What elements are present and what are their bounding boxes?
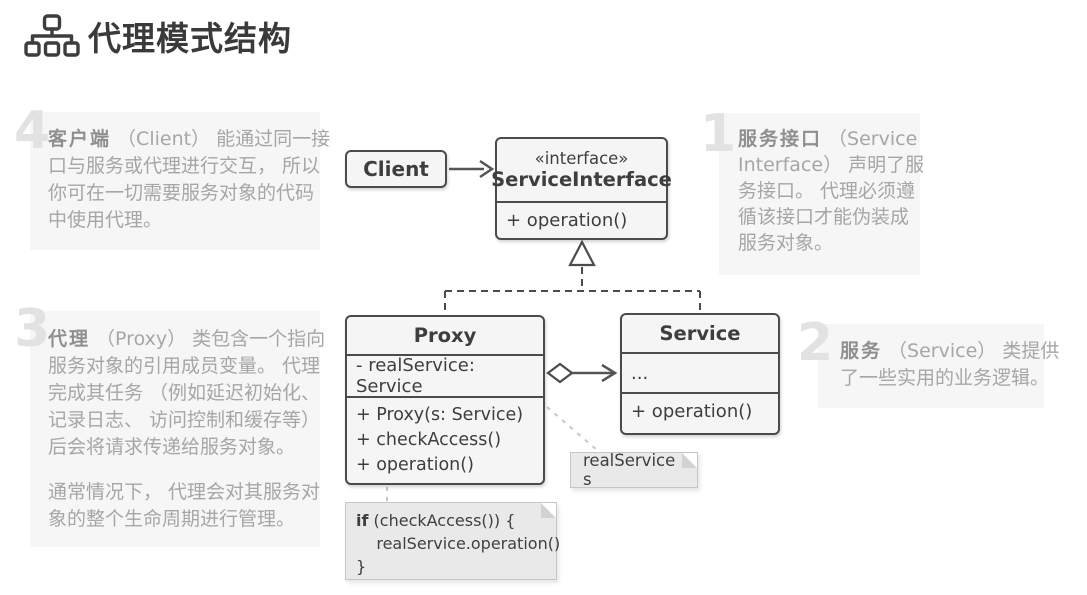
note-connector-line	[546, 406, 598, 451]
annotation-4-number: 4	[14, 101, 51, 161]
annotation-3-body: （Proxy） 类包含一个指向 服务对象的引用成员变量。 代理 完成其任务 （例…	[48, 328, 326, 458]
hierarchy-icon	[24, 14, 80, 57]
annotation-1-block	[719, 113, 920, 275]
annotation-2-number: 2	[797, 313, 834, 373]
annotation-3-number: 3	[14, 299, 51, 359]
open-arrowhead-icon	[479, 159, 495, 179]
class-method: + operation()	[497, 201, 666, 238]
realization-dashed-lines	[444, 267, 701, 316]
class-name: Service	[659, 322, 741, 345]
open-arrowhead-icon	[601, 363, 618, 383]
annotation-4-block	[30, 112, 320, 250]
class-name: ServiceInterface	[491, 168, 672, 191]
class-method: + operation()	[622, 392, 778, 429]
note-code: if (checkAccess()) { realService.operati…	[345, 502, 561, 580]
class-header: «interface» ServiceInterface	[491, 139, 672, 201]
annotation-3-text: 代理 （Proxy） 类包含一个指向 服务对象的引用成员变量。 代理 完成其任务…	[48, 326, 325, 461]
class-header: Proxy	[347, 317, 543, 354]
realization-triangle-icon	[568, 239, 596, 267]
note-code-body: (checkAccess()) { realService.operation(…	[356, 511, 561, 576]
page-title: 代理模式结构	[88, 19, 292, 58]
annotation-4-lead: 客户端	[48, 128, 112, 150]
class-method: + Proxy(s: Service)	[356, 405, 524, 425]
annotation-3-block	[30, 311, 320, 547]
annotation-2-body: （Service） 类提供 了一些实用的业务逻辑。	[840, 340, 1060, 389]
class-header: Service	[622, 315, 778, 352]
class-method: + operation()	[356, 455, 474, 475]
class-method: + checkAccess()	[356, 430, 502, 450]
aggregation-diamond-icon	[546, 362, 574, 384]
class-box-service-interface: «interface» ServiceInterface + operation…	[491, 137, 672, 240]
annotation-3-text-2: 通常情况下， 代理会对其服务对 象的整个生命周期进行管理。	[48, 481, 321, 530]
annotation-1-body: （Service Interface） 声明了服 务接口。 代理必须遵 循该接口…	[738, 128, 925, 254]
annotation-2-lead: 服务	[840, 340, 883, 362]
annotation-4-body: （Client） 能通过同一接 口与服务或代理进行交互， 所以 你可在一切需要服…	[48, 128, 331, 231]
note-code-keyword: if	[356, 511, 369, 530]
class-header: Client	[347, 152, 445, 186]
note-assignment-text: realService = s	[583, 451, 695, 489]
class-name: Client	[363, 157, 429, 181]
class-field: - realService: Service	[347, 354, 543, 397]
class-field: ...	[622, 352, 778, 392]
annotation-4-text: 客户端 （Client） 能通过同一接 口与服务或代理进行交互， 所以 你可在一…	[48, 126, 330, 234]
note-assignment: realService = s	[570, 451, 698, 489]
annotation-3-lead: 代理	[48, 328, 91, 350]
class-box-service: Service ... + operation()	[620, 313, 780, 435]
annotation-1-lead: 服务接口	[738, 128, 823, 150]
class-methods: + Proxy(s: Service) + checkAccess() + op…	[347, 396, 543, 481]
class-name: Proxy	[413, 324, 477, 347]
class-box-proxy: Proxy - realService: Service + Proxy(s: …	[345, 315, 545, 485]
annotation-1-number: 1	[700, 104, 737, 164]
annotation-2-text: 服务 （Service） 类提供 了一些实用的业务逻辑。	[840, 338, 1059, 392]
class-box-client: Client	[345, 150, 447, 188]
annotation-2-block	[818, 324, 1044, 408]
class-stereotype: «interface»	[534, 149, 629, 168]
annotation-1-text: 服务接口 （Service Interface） 声明了服 务接口。 代理必须遵…	[738, 126, 924, 256]
page-header: 代理模式结构	[24, 12, 292, 60]
